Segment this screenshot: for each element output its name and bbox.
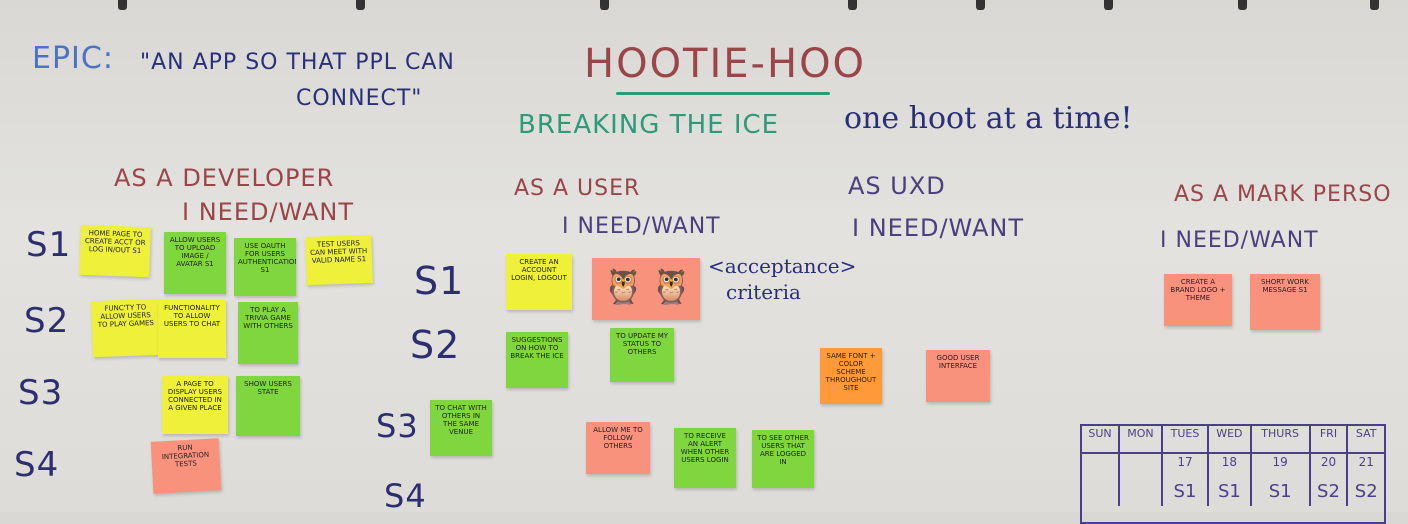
persona-developer-line2: I NEED/WANT	[182, 198, 355, 226]
calendar-sprint: S1	[1207, 480, 1251, 506]
calendar-date: 19	[1249, 453, 1310, 480]
sticky-note: FUNC'TY TO ALLOW USERS TO PLAY GAMES	[91, 298, 161, 358]
row-label-s4: S4	[14, 445, 60, 485]
calendar-sprint	[1118, 480, 1162, 506]
pin-icon	[848, 0, 857, 10]
row-label-s4: S4	[384, 477, 427, 515]
row-label-s3: S3	[376, 407, 419, 445]
calendar-sprint: S2	[1308, 480, 1348, 506]
sticky-note: ALLOW USERS TO UPLOAD IMAGE / AVATAR S1	[164, 232, 226, 294]
sticky-note: A PAGE TO DISPLAY USERS CONNECTED IN A G…	[162, 376, 228, 434]
calendar-day: THURS	[1249, 426, 1310, 454]
calendar-date	[1082, 453, 1119, 480]
sticky-note: RUN INTEGRATION TESTS	[150, 438, 222, 494]
sticky-note: TO SEE OTHER USERS THAT ARE LOGGED IN	[752, 430, 814, 488]
sprint-calendar: SUN MON TUES WED THURS FRI SAT 17 18 19 …	[1080, 424, 1386, 524]
calendar-date	[1118, 453, 1162, 480]
tagline-part2: one hoot at a time!	[844, 101, 1133, 136]
row-label-s1: S1	[414, 259, 465, 303]
tagline-part1: BREAKING THE ICE	[518, 110, 780, 140]
sticky-note: TEST USERS CAN MEET WITH VALID NAME S1	[305, 234, 373, 286]
calendar-sprint: S1	[1249, 480, 1310, 506]
page-title: HOOTIE-HOO	[584, 41, 867, 87]
annotation-line2: criteria	[726, 280, 801, 304]
calendar-day: SUN	[1082, 426, 1120, 454]
sticky-note: TO PLAY A TRIVIA GAME WITH OTHERS	[238, 302, 298, 364]
sticky-note: GOOD USER INTERFACE	[926, 350, 990, 402]
pin-icon	[1370, 0, 1379, 10]
calendar-day: WED	[1207, 426, 1251, 454]
pin-icon	[976, 0, 985, 10]
sticky-note: SUGGESTIONS ON HOW TO BREAK THE ICE	[506, 332, 568, 388]
sticky-note: TO CHAT WITH OTHERS IN THE SAME VENUE	[430, 400, 492, 456]
epic-text-line1: "AN APP SO THAT PPL CAN	[140, 50, 455, 75]
title-underline	[616, 92, 830, 95]
pin-icon	[1238, 0, 1247, 10]
sticky-note: HOME PAGE TO CREATE ACCT OR LOG IN/OUT S…	[79, 224, 151, 278]
calendar-day: TUES	[1160, 426, 1209, 454]
persona-marketing-line2: I NEED/WANT	[1160, 228, 1319, 253]
pin-icon	[1104, 0, 1113, 10]
calendar-day: MON	[1118, 426, 1162, 454]
calendar-date: 21	[1346, 453, 1384, 480]
calendar-sprint: S1	[1160, 480, 1209, 506]
persona-uxd-line2: I NEED/WANT	[852, 214, 1025, 242]
sticky-note: FUNCTIONALITY TO ALLOW USERS TO CHAT	[158, 300, 226, 358]
persona-uxd-line1: AS UXD	[848, 172, 946, 200]
pin-icon	[356, 0, 365, 10]
sticky-note: TO RECEIVE AN ALERT WHEN OTHER USERS LOG…	[674, 428, 736, 488]
epic-label: EPIC:	[32, 41, 114, 76]
sticky-note: TO UPDATE MY STATUS TO OTHERS	[610, 328, 674, 382]
calendar-date: 20	[1308, 453, 1348, 480]
sticky-note: ALLOW ME TO FOLLOW OTHERS	[586, 422, 650, 474]
calendar-day: FRI	[1308, 426, 1348, 454]
calendar-date: 17	[1160, 453, 1209, 480]
row-label-s3: S3	[18, 373, 64, 413]
persona-user-line1: AS A USER	[514, 176, 641, 201]
sticky-note: SAME FONT + COLOR SCHEME THROUGHOUT SITE	[820, 348, 882, 404]
whiteboard: EPIC: "AN APP SO THAT PPL CAN CONNECT" H…	[14, 0, 1392, 524]
sticky-note: CREATE AN ACCOUNT LOGIN, LOGOUT	[506, 254, 572, 310]
epic-text-line2: CONNECT"	[296, 86, 423, 111]
sticky-note: CREATE A BRAND LOGO + THEME	[1164, 274, 1232, 326]
sticky-note: SHORT WORK MESSAGE S1	[1250, 274, 1320, 330]
calendar-date: 18	[1207, 453, 1251, 480]
sticky-note-owls: 🦉🦉	[592, 258, 700, 320]
calendar-sprint	[1082, 480, 1119, 506]
sticky-note: SHOW USERS STATE	[236, 376, 300, 436]
persona-developer-line1: AS A DEVELOPER	[114, 164, 335, 192]
pin-icon	[600, 0, 609, 10]
persona-user-line2: I NEED/WANT	[562, 214, 721, 239]
pin-icon	[118, 0, 127, 10]
sticky-note: USE OAUTH FOR USERS AUTHENTICATION S1	[234, 238, 296, 296]
row-label-s2: S2	[410, 323, 461, 367]
calendar-day: SAT	[1346, 426, 1384, 454]
persona-marketing-line1: AS A MARK PERSO	[1174, 182, 1392, 207]
row-label-s2: S2	[24, 301, 70, 341]
row-label-s1: S1	[26, 225, 72, 265]
owl-icon: 🦉🦉	[602, 267, 699, 307]
calendar-sprint: S2	[1346, 480, 1384, 506]
annotation-line1: <acceptance>	[708, 254, 857, 278]
